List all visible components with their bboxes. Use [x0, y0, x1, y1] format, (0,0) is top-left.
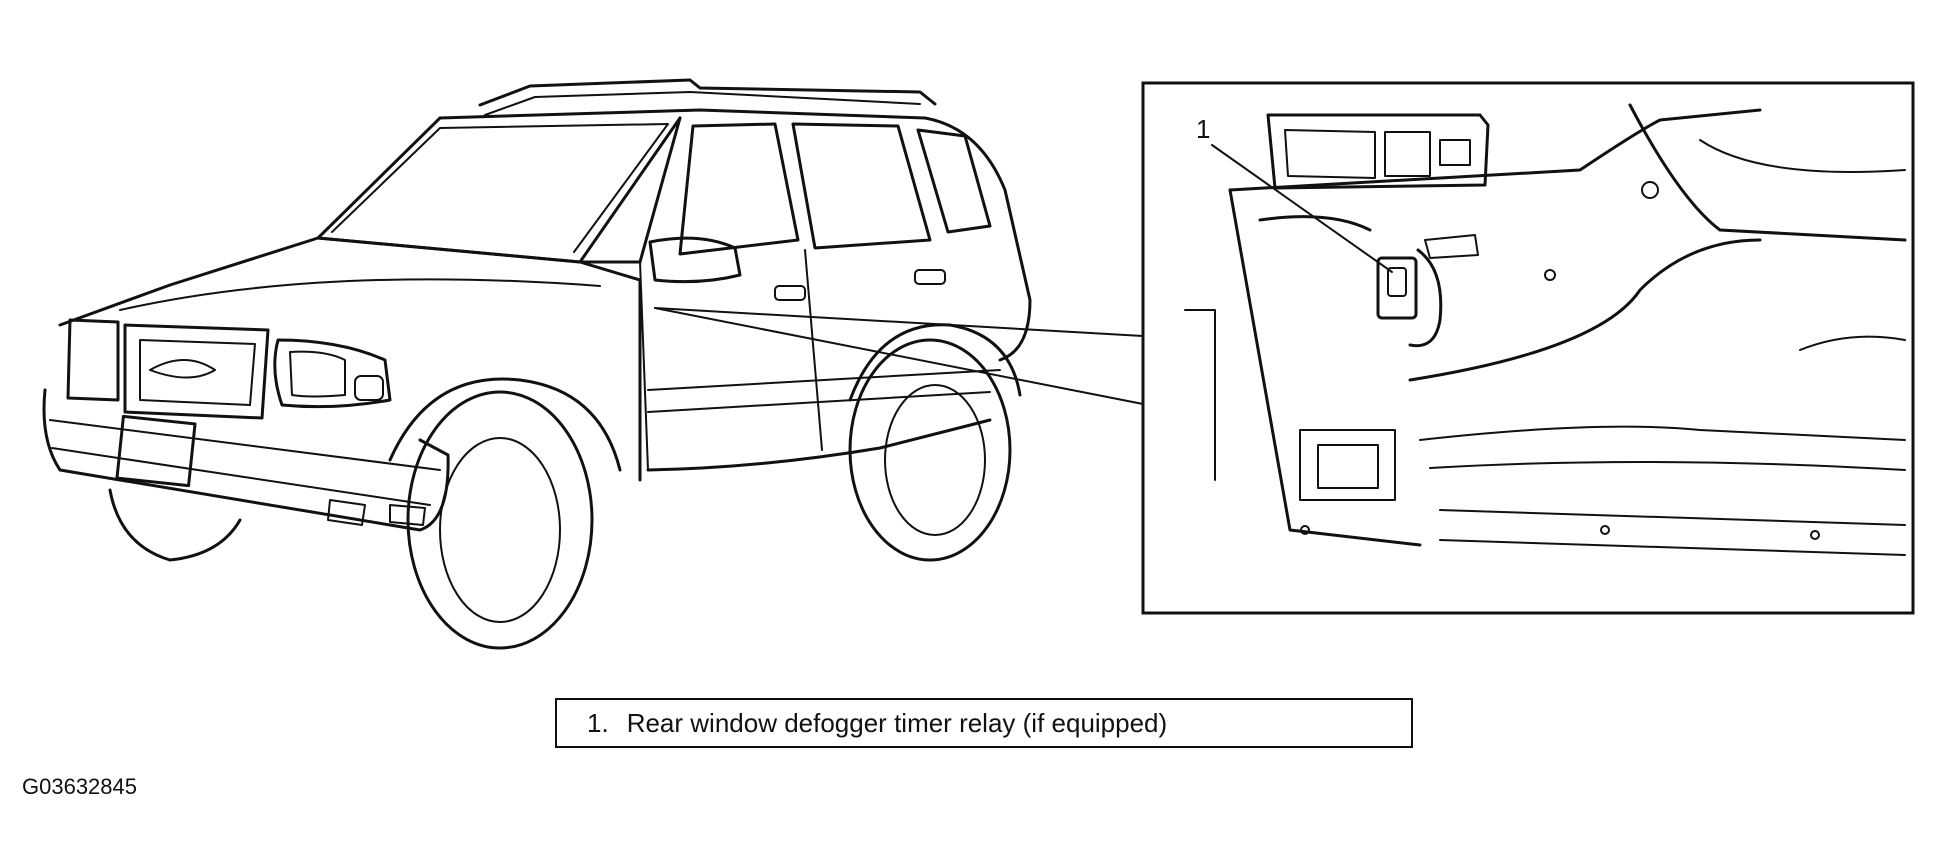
- legend-item-text: Rear window defogger timer relay (if equ…: [626, 707, 1168, 738]
- detail-inset: [1141, 81, 1915, 615]
- figure-id: G03632845: [22, 774, 137, 799]
- callout-1: 1: [1196, 114, 1393, 273]
- vehicle-illustration: [42, 78, 1032, 650]
- legend-box: 1. Rear window defogger timer relay (if …: [555, 698, 1413, 748]
- zoom-leader-lines: [654, 307, 1144, 405]
- legend-item-number: 1.: [587, 707, 609, 738]
- callout-1-label: 1: [1196, 114, 1210, 144]
